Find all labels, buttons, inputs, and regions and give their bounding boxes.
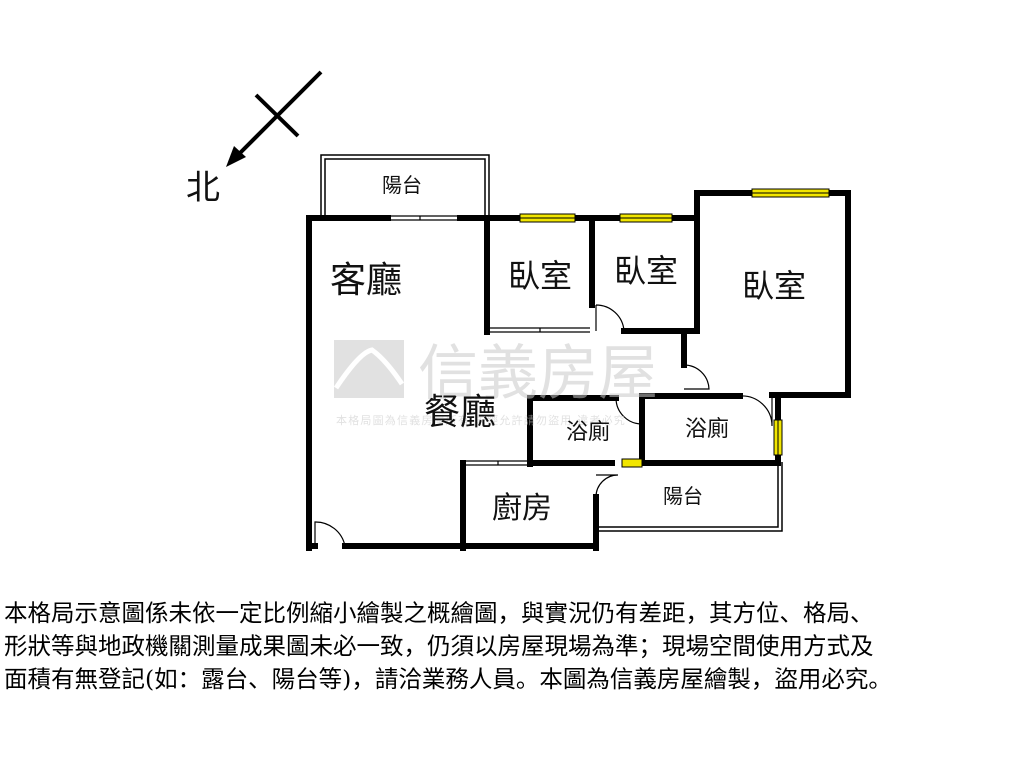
disclaimer-line-1: 本格局示意圖係未依一定比例縮小繪製之概繪圖，與實況仍有差距，其方位、格局、 — [4, 599, 874, 627]
balcony-bottom-outline — [597, 462, 783, 532]
balcony-top-outline — [320, 154, 490, 218]
watermark-small-text: 本格局圖為信義房屋所有 未經允許請勿盜用 違者必究 — [336, 413, 626, 427]
disclaimer-line-2: 形狀等與地政機關測量成果圖未必一致，仍須以房屋現場為準；現場空間使用方式及 — [4, 632, 874, 660]
compass-arrowhead — [226, 146, 246, 167]
walls — [306, 190, 851, 551]
compass: 北 — [186, 70, 323, 208]
compass-crossbar — [254, 93, 300, 138]
label-kitchen: 廚房 — [492, 491, 552, 526]
watermark-brand: 信義房屋 — [418, 339, 658, 409]
label-bathroom-1: 浴廁 — [566, 420, 610, 445]
watermark: 信義房屋 本格局圖為信義房屋所有 未經允許請勿盜用 違者必究 — [333, 339, 658, 427]
label-balcony-bottom: 陽台 — [663, 484, 703, 508]
swing-doors — [314, 304, 773, 547]
label-bedroom-3: 臥室 — [742, 267, 806, 305]
disclaimer: 本格局示意圖係未依一定比例縮小繪製之概繪圖，與實況仍有差距，其方位、格局、 形狀… — [4, 597, 1020, 696]
label-dining-room: 餐廳 — [424, 392, 496, 433]
north-label: 北 — [186, 168, 220, 208]
window-bathroom-1 — [621, 458, 643, 468]
label-bedroom-1: 臥室 — [508, 257, 572, 295]
disclaimer-line-3: 面積有無登記(如：露台、陽台等)，請洽業務人員。本圖為信義房屋繪製，盜用必究。 — [4, 665, 892, 693]
label-balcony-top: 陽台 — [382, 173, 422, 197]
label-bathroom-2: 浴廁 — [685, 417, 729, 442]
label-living-room: 客廳 — [330, 260, 402, 301]
room-labels: 陽台 客廳 臥室 臥室 臥室 餐廳 浴廁 浴廁 廚房 陽台 — [330, 173, 806, 526]
windows — [519, 188, 830, 468]
floor-plan: 北 — [186, 70, 851, 551]
sliding-doors — [388, 215, 590, 466]
label-bedroom-2: 臥室 — [614, 252, 678, 290]
